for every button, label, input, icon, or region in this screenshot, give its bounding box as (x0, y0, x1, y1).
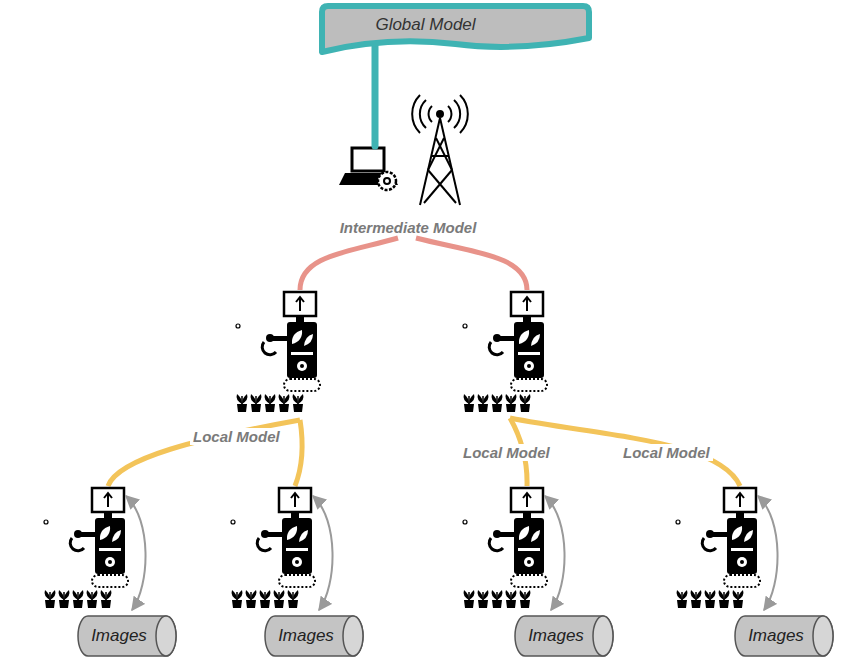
intermediate-node: Intermediate Model (318, 146, 498, 238)
store-label: Images (528, 626, 584, 646)
link-label: Local Model (460, 444, 553, 461)
robot-icon (463, 488, 547, 608)
robot-icon (231, 488, 315, 608)
store-label: Images (748, 626, 804, 646)
server-laptop (339, 148, 398, 190)
robot-icon (463, 292, 547, 412)
robot-icon (236, 292, 320, 412)
image-store: Images (513, 614, 615, 658)
node-label: Global Model (375, 15, 475, 35)
robot-icon (44, 488, 128, 608)
radio-tower (412, 95, 468, 205)
image-store: Images (76, 614, 178, 658)
store-label: Images (278, 626, 334, 646)
image-store: Images (733, 614, 835, 658)
store-label: Images (91, 626, 147, 646)
model-link (372, 42, 379, 146)
node-label: Intermediate Model (340, 219, 477, 236)
link-label: Local Model (190, 428, 283, 445)
robot-icon (676, 488, 760, 608)
link-label: Local Model (620, 444, 713, 461)
global-model-banner: Global Model (318, 2, 593, 56)
image-store: Images (263, 614, 365, 658)
